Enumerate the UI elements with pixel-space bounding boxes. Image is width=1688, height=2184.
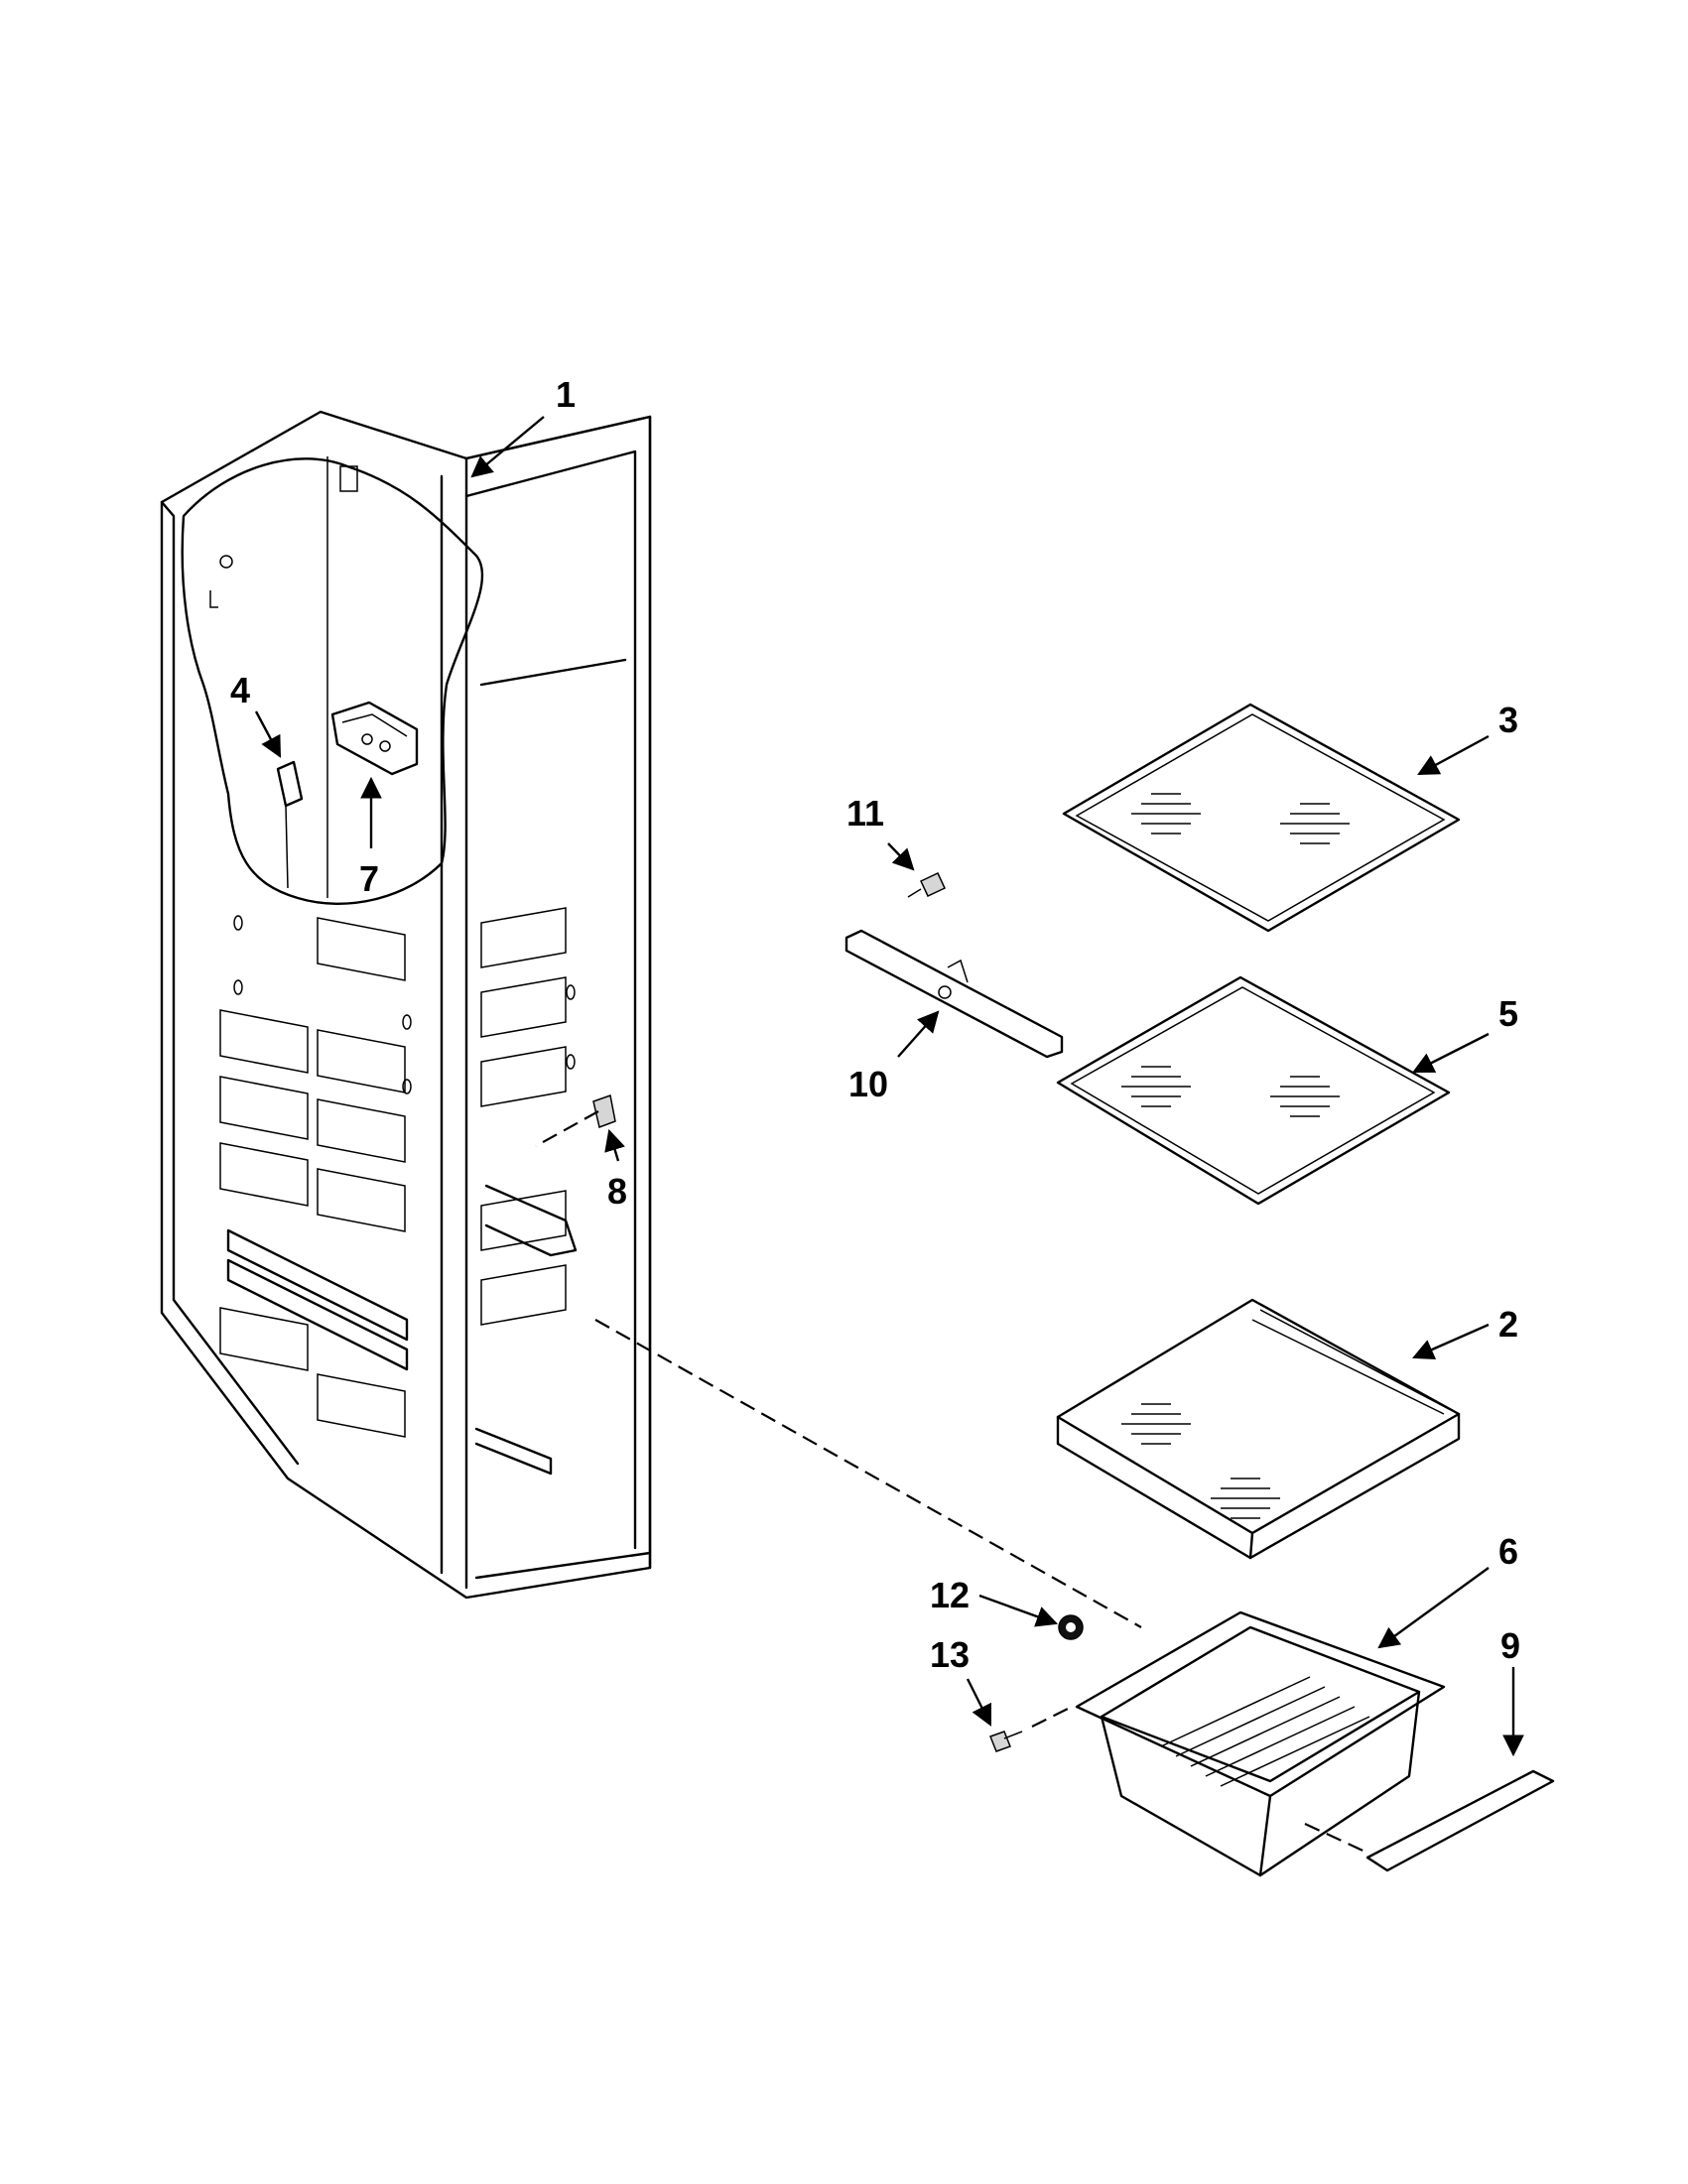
roller-part[interactable] [1058, 1614, 1084, 1640]
crisper-drawer[interactable] [1075, 1610, 1446, 1877]
liner-assembly[interactable] [160, 410, 652, 1600]
callout-4: 4 [230, 670, 250, 710]
assembly-line [594, 1319, 1142, 1628]
callout-7: 7 [359, 858, 379, 899]
callout-13: 13 [930, 1634, 970, 1675]
framed-shelf[interactable] [1056, 1298, 1461, 1560]
pin-part[interactable] [989, 1731, 1023, 1752]
sensor-part[interactable] [276, 760, 304, 889]
callout-6: 6 [1498, 1531, 1518, 1572]
assembly-line [1304, 1823, 1370, 1855]
screw-part[interactable] [907, 872, 946, 898]
control-housing-part[interactable] [330, 701, 419, 776]
assembly-line [1031, 1706, 1073, 1728]
callout-12: 12 [930, 1575, 970, 1615]
glass-shelf-middle[interactable] [1056, 975, 1451, 1206]
callout-3: 3 [1498, 700, 1518, 740]
callout-9: 9 [1500, 1625, 1520, 1666]
shelf-bracket[interactable] [844, 929, 1064, 1059]
callout-5: 5 [1498, 993, 1518, 1034]
leader-arrows [254, 416, 1524, 1757]
callout-2: 2 [1498, 1304, 1518, 1345]
glass-shelf-top[interactable] [1062, 703, 1461, 933]
callout-1: 1 [556, 374, 576, 415]
callout-10: 10 [848, 1064, 888, 1104]
callout-11: 11 [846, 793, 884, 834]
clip-part[interactable] [592, 1094, 616, 1129]
assembly-line [535, 1110, 599, 1147]
callout-8: 8 [607, 1171, 627, 1212]
drawer-trim[interactable] [1365, 1769, 1555, 1872]
